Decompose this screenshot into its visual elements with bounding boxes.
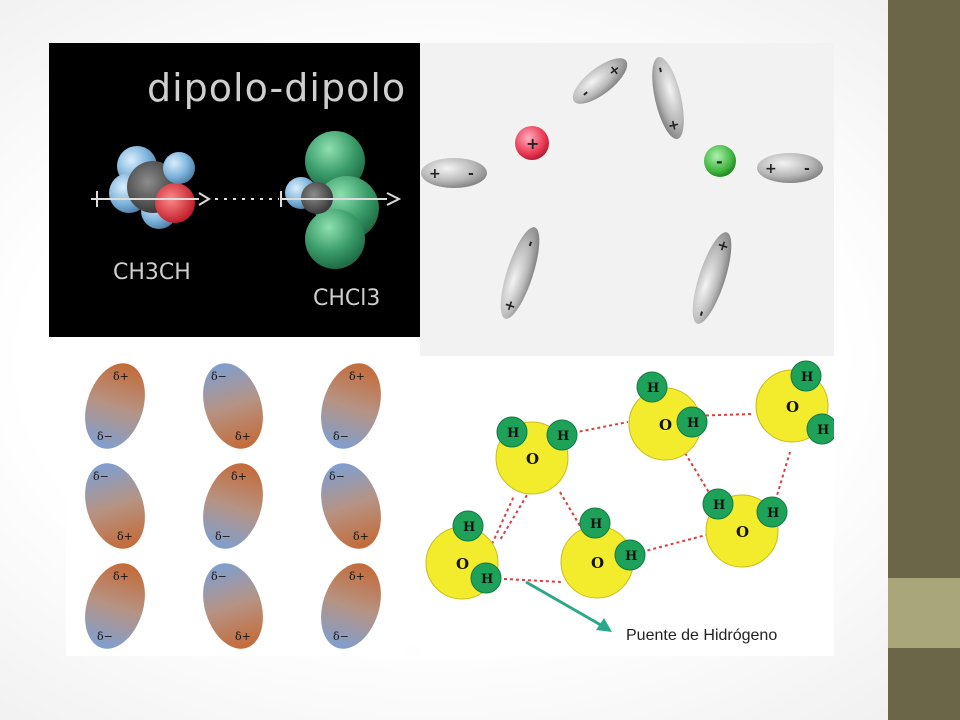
delta-plus-label: δ+ (235, 630, 251, 643)
dipole-molecule: δ− δ+ (203, 363, 263, 449)
hydrogen-label: H (687, 416, 699, 431)
svg-text:+: + (765, 161, 777, 177)
dipole-molecule: δ+ δ− (321, 363, 381, 449)
methanol-label: CH3CH (113, 260, 191, 285)
dipole-molecule: δ− δ+ (85, 463, 145, 549)
delta-plus-label: δ+ (113, 370, 129, 383)
dipole-ellipse: + - (421, 158, 487, 188)
svg-text:+: + (429, 166, 441, 182)
chloroform-molecule-model (285, 131, 379, 269)
delta-minus-label: δ− (93, 470, 109, 483)
hydrogen-label: H (507, 426, 519, 441)
caption-arrow (525, 580, 612, 632)
svg-text:-: - (804, 161, 810, 177)
hydrogen-bond-line (687, 413, 753, 417)
water-molecule: OHH (702, 488, 788, 568)
hydrogen-label: H (557, 429, 569, 444)
svg-text:-: - (693, 308, 710, 319)
svg-text:+: + (714, 238, 733, 254)
delta-plus-label: δ+ (349, 370, 365, 383)
delta-plus-label: δ+ (235, 430, 251, 443)
delta-minus-label: δ− (333, 630, 349, 643)
hydrogen-label: H (817, 423, 829, 438)
hydrogen-label: H (713, 498, 725, 513)
hydrogen-bond-line (771, 451, 791, 513)
oxygen-label: O (736, 523, 749, 541)
dipole-dipole-panel: dipolo-dipolo CH3CH CHCl3 (49, 43, 420, 337)
delta-plus-label: δ+ (349, 570, 365, 583)
hydrogen-bond-caption: Puente de Hidrógeno (626, 627, 777, 644)
delta-minus-label: δ− (97, 430, 113, 443)
delta-minus-label: δ− (333, 430, 349, 443)
dipole-ellipse: - + (572, 58, 628, 104)
hydrogen-label: H (801, 370, 813, 385)
water-molecule: OHH (425, 510, 502, 600)
ion-dipole-panel: - + - + + - + - + - - + + (420, 43, 834, 356)
chloroform-label: CHCl3 (313, 286, 380, 311)
svg-text:+: + (501, 298, 520, 314)
svg-text:-: - (716, 152, 723, 171)
delta-plus-label: δ+ (113, 570, 129, 583)
dipole-ellipse: - + (692, 232, 733, 324)
dipole-ellipse: + - (757, 153, 823, 183)
negative-ion: - (704, 145, 736, 177)
delta-plus-label: δ+ (117, 530, 133, 543)
svg-text:-: - (522, 239, 539, 250)
dipole-title: dipolo-dipolo (147, 66, 406, 110)
delta-plus-label: δ+ (353, 530, 369, 543)
oxygen-label: O (456, 555, 469, 573)
hydrogen-bond-line (491, 495, 515, 545)
dipole-ellipse: - + (652, 56, 684, 140)
svg-text:-: - (652, 65, 669, 74)
partial-charge-grid-panel: δ+ δ− δ− δ+ δ+ δ− δ− δ+ δ+ δ− δ− δ+ δ+ δ− δ− δ+ δ+ δ− (66, 356, 406, 656)
hydrogen-label: H (590, 517, 602, 532)
dipole-molecule: δ+ δ− (203, 463, 263, 549)
hydrogen-label: H (481, 572, 493, 587)
delta-minus-label: δ− (329, 470, 345, 483)
delta-minus-label: δ− (97, 630, 113, 643)
dipole-molecule: δ+ δ− (321, 563, 381, 649)
dipole-molecule: δ− δ+ (321, 463, 381, 549)
water-molecule: O H H (560, 507, 646, 599)
dipole-ellipse: + - (500, 227, 540, 319)
delta-minus-label: δ− (215, 530, 231, 543)
methanol-molecule-model (109, 146, 195, 229)
delta-minus-label: δ− (211, 370, 227, 383)
water-molecule: OHH (755, 360, 834, 445)
oxygen-label: O (591, 554, 604, 572)
dipole-molecule: δ+ δ− (85, 563, 145, 649)
delta-plus-label: δ+ (231, 470, 247, 483)
slide-accent-block (888, 578, 960, 648)
hydrogen-label: H (767, 506, 779, 521)
dipole-molecule: δ+ δ− (85, 363, 145, 449)
hydrogen-bond-line (499, 489, 531, 541)
dipole-arrow-line (91, 191, 402, 207)
hydrogen-bond-line (561, 421, 629, 436)
hydrogen-label: H (463, 520, 475, 535)
oxygen-label: O (786, 398, 799, 416)
positive-ion: + (515, 126, 549, 160)
svg-text:-: - (468, 166, 474, 182)
water-molecule: OHH (628, 371, 708, 461)
dipole-molecule: δ− δ+ (203, 563, 263, 649)
hydrogen-label: H (625, 549, 637, 564)
oxygen-label: O (659, 416, 672, 434)
delta-minus-label: δ− (211, 570, 227, 583)
hydrogen-label: H (647, 381, 659, 396)
svg-text:+: + (664, 118, 682, 133)
hydrogen-bond-line (559, 491, 581, 527)
svg-text:+: + (526, 134, 539, 153)
oxygen-label: O (526, 450, 539, 468)
